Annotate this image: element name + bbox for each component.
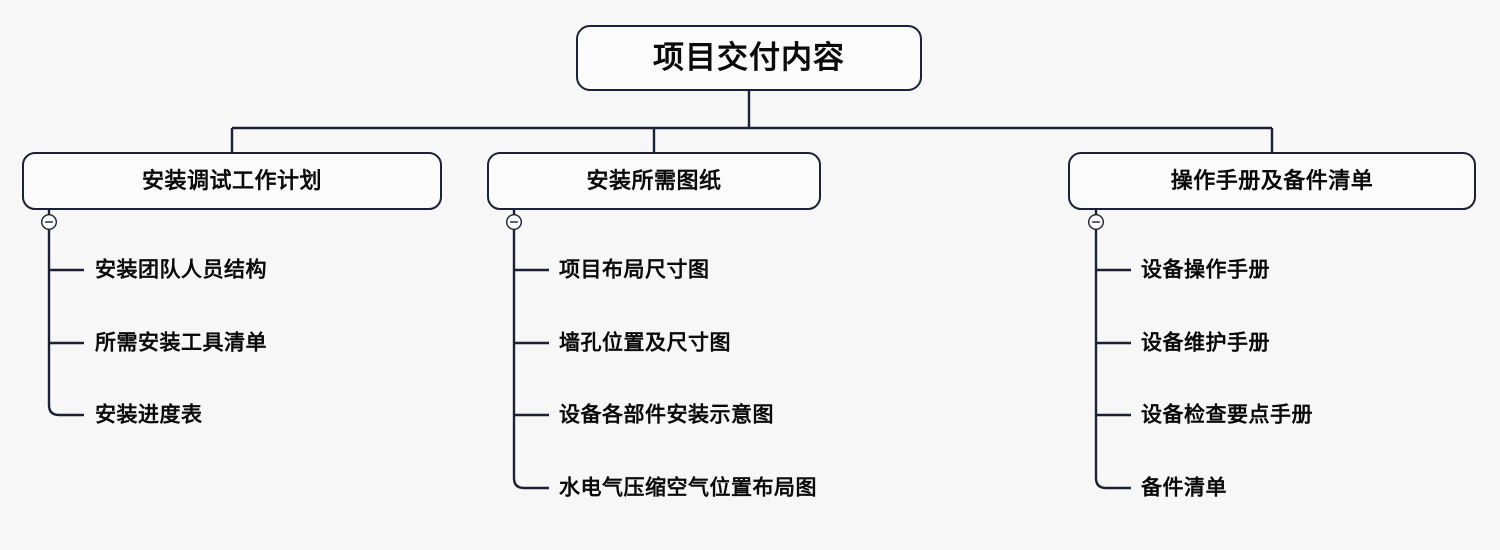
leaf-label-2-2[interactable]: 设备检查要点手册 (1141, 403, 1313, 427)
leaf-label-0-0[interactable]: 安装团队人员结构 (95, 258, 267, 282)
leaf-label-2-1[interactable]: 设备维护手册 (1141, 331, 1270, 355)
collapse-minus-icon-branch-0[interactable] (40, 213, 58, 231)
leaf-label-2-0[interactable]: 设备操作手册 (1141, 258, 1270, 282)
leaf-label-1-1[interactable]: 墙孔位置及尺寸图 (559, 331, 731, 355)
branch-node-0[interactable]: 安装调试工作计划 (22, 152, 442, 210)
leaf-label-1-2[interactable]: 设备各部件安装示意图 (559, 403, 774, 427)
edge-spine-branch-2 (1094, 210, 1131, 490)
branch-node-2[interactable]: 操作手册及备件清单 (1068, 152, 1476, 210)
leaf-label-0-2[interactable]: 安装进度表 (95, 403, 203, 427)
leaf-label-1-3[interactable]: 水电气压缩空气位置布局图 (559, 476, 817, 500)
root-node[interactable]: 项目交付内容 (576, 25, 922, 91)
collapse-minus-icon-branch-2[interactable] (1087, 213, 1105, 231)
collapse-minus-icon-branch-1[interactable] (505, 213, 523, 231)
branch-node-1[interactable]: 安装所需图纸 (487, 152, 821, 210)
edge-spine-branch-1 (512, 210, 549, 490)
leaf-label-1-0[interactable]: 项目布局尺寸图 (559, 258, 710, 282)
leaf-label-2-3[interactable]: 备件清单 (1141, 476, 1227, 500)
edge-spine-branch-0 (47, 210, 84, 417)
leaf-label-0-1[interactable]: 所需安装工具清单 (95, 331, 267, 355)
